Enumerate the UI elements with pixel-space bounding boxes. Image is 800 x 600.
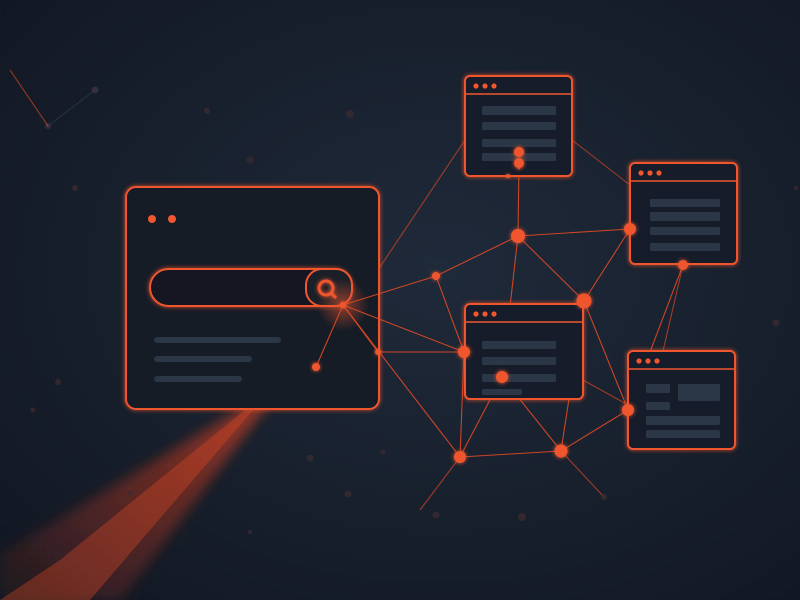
network-edge [459,351,465,458]
network-edge [560,409,629,452]
dust-particle [306,454,314,462]
dust-particle [518,513,526,521]
network-edge [9,69,49,127]
web-page-2-content-placeholders [650,199,720,251]
web-page-3-content-placeholders [482,341,556,395]
background-constellation [45,86,99,129]
dust-particle [346,110,354,118]
network-edge [342,275,437,306]
network-edge [582,379,629,406]
network-node [554,444,568,458]
network-edge [459,450,562,458]
window-dots-icon [473,83,497,89]
network-node [375,349,381,355]
network-edge [435,275,465,353]
network-edge [315,304,344,368]
location-pin-icon [514,147,525,170]
network-edge [517,228,631,237]
network-nodes [312,147,688,463]
dust-particle [380,449,386,455]
network-edge [435,235,519,277]
dust-particle [246,156,254,164]
network-node [506,174,510,178]
network-node [511,229,525,243]
network-node [678,260,688,270]
network-edge [571,139,631,186]
network-node [432,272,440,280]
network-node [454,451,466,463]
web-page-2 [629,162,738,265]
window-dots-icon [473,311,497,317]
background-dust [30,108,798,534]
search-browser-window [125,186,380,410]
dust-particle [794,186,798,190]
dust-particle [30,407,36,413]
network-edge [342,304,461,458]
web-page-1 [464,75,573,177]
web-page-3-frame [464,303,584,400]
dust-particle [432,511,440,519]
window-dots-icon [636,358,660,364]
network-node [624,223,636,235]
network-edge [560,450,606,499]
network-node [514,158,524,168]
network-edge [342,304,465,353]
dust-particle [772,319,780,327]
dust-particle [128,491,132,495]
window-dots-icon [148,215,176,223]
search-light-beam [0,305,343,600]
network-node [339,301,347,309]
network-node [496,371,508,383]
web-pages [464,75,738,450]
network-node [312,363,320,371]
network-node [576,293,592,309]
search-result-placeholders [154,337,281,382]
window-dots-icon [638,170,662,176]
network-edge [583,300,629,411]
network-edge [419,456,461,511]
network-edge [662,264,684,352]
dust-particle [248,530,252,534]
dust-particle [204,108,210,114]
dust-particle [344,490,352,498]
network-edge [377,139,466,271]
network-edge [517,235,585,302]
dust-particle [72,185,78,191]
web-page-4 [627,350,736,450]
network-node [622,404,634,416]
web-page-3 [464,303,584,400]
network-edge [583,228,631,302]
web-page-4-content-placeholders [646,384,720,438]
dust-particle [55,379,61,385]
network-node [458,346,470,358]
dust-particle [601,494,607,500]
